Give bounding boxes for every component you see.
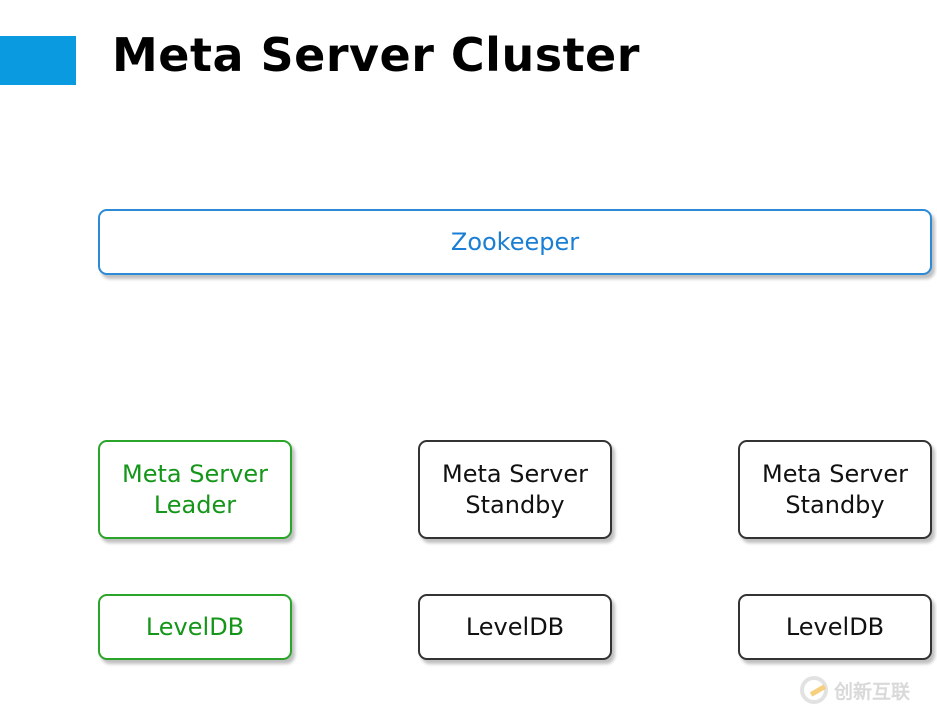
zookeeper-label: Zookeeper: [450, 227, 580, 256]
server-label-line1: Meta Server: [762, 459, 908, 488]
leveldb-box-standby-2: LevelDB: [738, 594, 932, 660]
watermark-logo-icon: [800, 676, 828, 704]
leveldb-label: LevelDB: [145, 612, 245, 641]
server-label-line2: Standby: [465, 490, 565, 519]
title-accent-bar: [0, 36, 76, 85]
watermark: 创新互联: [800, 676, 910, 704]
watermark-text: 创新互联: [834, 680, 911, 703]
leveldb-label: LevelDB: [465, 612, 565, 641]
leveldb-box-leader: LevelDB: [98, 594, 292, 660]
server-label-line1: Meta Server: [122, 459, 268, 488]
leveldb-label: LevelDB: [785, 612, 885, 641]
server-label-line2: Leader: [153, 490, 237, 519]
leveldb-box-standby-1: LevelDB: [418, 594, 612, 660]
page-title: Meta Server Cluster: [112, 28, 640, 82]
zookeeper-box: Zookeeper: [98, 209, 932, 275]
server-label-line1: Meta Server: [442, 459, 588, 488]
server-label-line2: Standby: [785, 490, 885, 519]
